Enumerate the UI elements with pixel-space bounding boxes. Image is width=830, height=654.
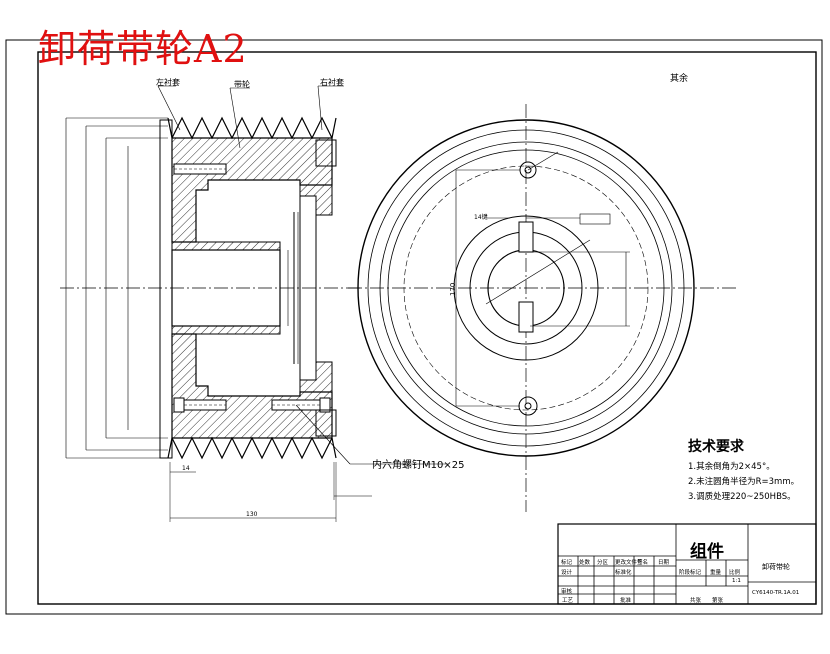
title-block xyxy=(557,523,817,605)
keyway-top xyxy=(518,221,534,253)
tech-item-3: 3.调质处理220~250HBS。 xyxy=(688,492,796,502)
label-left-cover: 左衬套 xyxy=(156,78,180,87)
tb-cell-sign: 签名 xyxy=(637,560,649,566)
technical-requirements: 技术要求 1.其余倒角为2×45°。 2.未注圆角半径为R=3mm。 3.调质处… xyxy=(688,436,799,505)
outer-rim-circle xyxy=(357,119,695,457)
tb-cell-weight: 重量 xyxy=(710,570,722,576)
title-block-approve: 批准 xyxy=(620,598,632,604)
front-view xyxy=(348,104,736,512)
right-cover-top xyxy=(299,184,333,216)
inner-border xyxy=(37,51,817,605)
tech-heading: 技术要求 xyxy=(688,439,744,455)
hub-top xyxy=(171,241,281,251)
tb-cell-date: 日期 xyxy=(658,560,670,566)
tb-cell-sheet-no: 第张 xyxy=(712,598,724,604)
tb-cell-mark: 标记 xyxy=(561,560,573,566)
tb-cell-review: 审核 xyxy=(561,589,573,595)
title-block-assembly: 组件 xyxy=(690,542,724,562)
hub-bottom xyxy=(171,325,281,335)
outer-border xyxy=(5,39,823,615)
right-cover-bottom xyxy=(299,361,333,393)
keyway-bottom xyxy=(518,301,534,333)
label-key-note: 14键 xyxy=(474,214,488,221)
hub-circle xyxy=(453,215,599,361)
label-offset-dim: 14 xyxy=(182,465,190,472)
label-width-dim: 130 xyxy=(246,511,258,518)
label-pulley: 带轮 xyxy=(234,80,250,89)
tb-cell-stage: 阶段标记 xyxy=(679,570,702,576)
label-right-cover: 右衬套 xyxy=(320,78,344,87)
left-flange xyxy=(159,119,173,459)
screw-hole-bottom xyxy=(518,396,538,416)
tb-cell-standard: 标准化 xyxy=(615,570,632,576)
groove-profile-bottom xyxy=(167,436,337,460)
tb-cell-zone: 分区 xyxy=(597,560,609,566)
tb-cell-count: 处数 xyxy=(579,560,591,566)
label-rest-rough: 其余 xyxy=(670,74,689,84)
drawing-title: 卸荷带轮A2 xyxy=(38,27,248,71)
label-center-dim: 170 xyxy=(449,282,457,296)
title-block-name: 卸荷带轮 xyxy=(762,563,790,571)
title-block-scale: 1:1 xyxy=(732,578,741,584)
tech-item-1: 1.其余倒角为2×45°。 xyxy=(688,462,775,472)
tb-cell-ratio: 比例 xyxy=(729,570,741,576)
tb-cell-sheets: 共张 xyxy=(690,598,702,604)
tech-item-2: 2.未注圆角半径为R=3mm。 xyxy=(688,477,800,487)
tb-cell-design: 设计 xyxy=(561,570,573,576)
groove-profile-top xyxy=(167,116,337,140)
title-block-process: 工艺 xyxy=(562,598,574,604)
label-bolt-note: 内六角螺钉M10×25 xyxy=(372,460,465,471)
section-view xyxy=(60,85,448,522)
tb-cell-change: 更改文件号 xyxy=(615,560,643,566)
title-block-code: CY6140-TR.1A.01 xyxy=(752,590,800,596)
